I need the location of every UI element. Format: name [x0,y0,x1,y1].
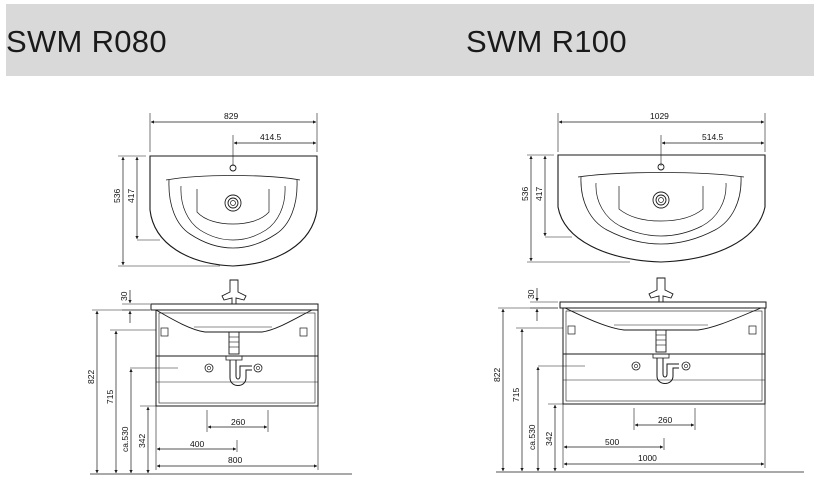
dim-top-width-left: 829 [224,111,238,121]
top-view-right [527,113,766,263]
drawing-left [90,113,352,475]
dim-drain-height-left: ca.530 [120,426,130,452]
dim-half-width-left: 400 [190,439,204,449]
dim-cabinet-width-right: 1000 [638,453,657,463]
dim-cabinet-height-right: 715 [511,388,521,402]
dim-depth-inner-right: 417 [534,187,544,201]
dim-top-half-left: 414.5 [260,132,282,142]
model-title-right: SWM R100 [466,24,627,59]
front-view-left [90,279,352,475]
top-view-left [118,113,318,267]
drawing-right [496,113,804,473]
dim-siphon-width-right: 260 [658,415,672,425]
dim-cabinet-height-left: 715 [105,390,115,404]
dim-drain-height-right: ca.530 [527,424,537,450]
model-title-left: SWM R080 [6,24,167,59]
dim-half-width-right: 500 [605,437,619,447]
dim-depth-outer-left: 536 [112,189,122,203]
dim-basin-thickness-left: 30 [119,291,129,301]
dim-bottom-height-right: 342 [544,432,554,446]
dim-top-half-right: 514.5 [702,132,724,142]
dim-depth-outer-right: 536 [520,187,530,201]
front-view-right [496,277,804,473]
dim-cabinet-width-left: 800 [228,455,242,465]
dim-siphon-width-left: 260 [231,417,245,427]
header-band [6,4,814,76]
dim-basin-thickness-right: 30 [526,289,536,299]
dim-bottom-height-left: 342 [137,434,147,448]
dim-depth-inner-left: 417 [126,189,136,203]
dim-top-width-right: 1029 [650,111,669,121]
dim-total-height-left: 822 [86,370,96,384]
dim-total-height-right: 822 [492,368,502,382]
